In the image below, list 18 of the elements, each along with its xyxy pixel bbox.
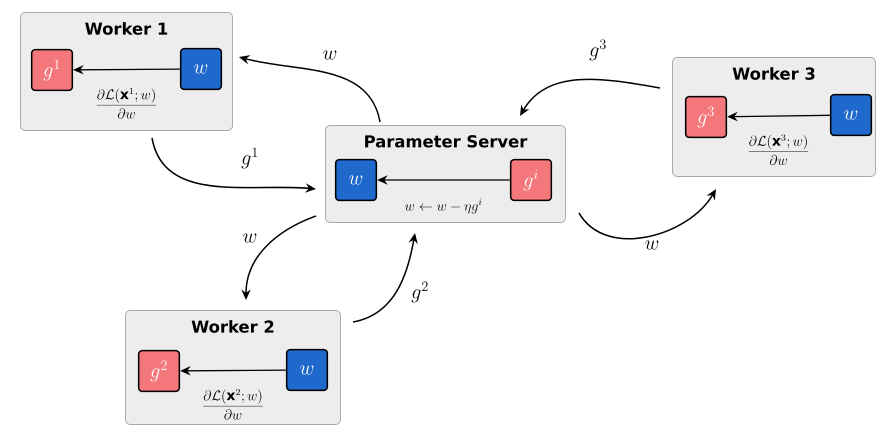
- edge-label: $g^{2}$: [412, 282, 428, 302]
- weight-box: $w$: [830, 94, 872, 136]
- edge-label: $w \leftarrow w - \eta g^{i}$: [404, 198, 482, 214]
- edge-label: $w$: [243, 233, 256, 243]
- edge-label: $\frac{\partial\mathcal{L}(\mathbf{x}^{2};w)}{\partial w}$: [203, 388, 263, 420]
- edge-label: $w$: [323, 50, 336, 60]
- weight-box: $w$: [180, 48, 222, 90]
- weight-box: $w$: [334, 158, 378, 202]
- gradient-box: $g^{i}$: [510, 158, 552, 202]
- edge-label: $\frac{\partial\mathcal{L}(\mathbf{x}^{1};w)}{\partial w}$: [96, 88, 156, 119]
- weight-box: $w$: [286, 348, 328, 392]
- gradient-box: $g^{3}$: [684, 96, 728, 138]
- edge-label: $w$: [645, 240, 658, 250]
- edge-label: $g^{1}$: [242, 148, 258, 168]
- edge-label: $\frac{\partial\mathcal{L}(\mathbf{x}^{3};w)}{\partial w}$: [748, 134, 808, 166]
- edge-label: $g^{3}$: [590, 40, 606, 60]
- gradient-box: $g^{2}$: [138, 350, 180, 392]
- gradient-box: $g^{1}$: [30, 48, 74, 92]
